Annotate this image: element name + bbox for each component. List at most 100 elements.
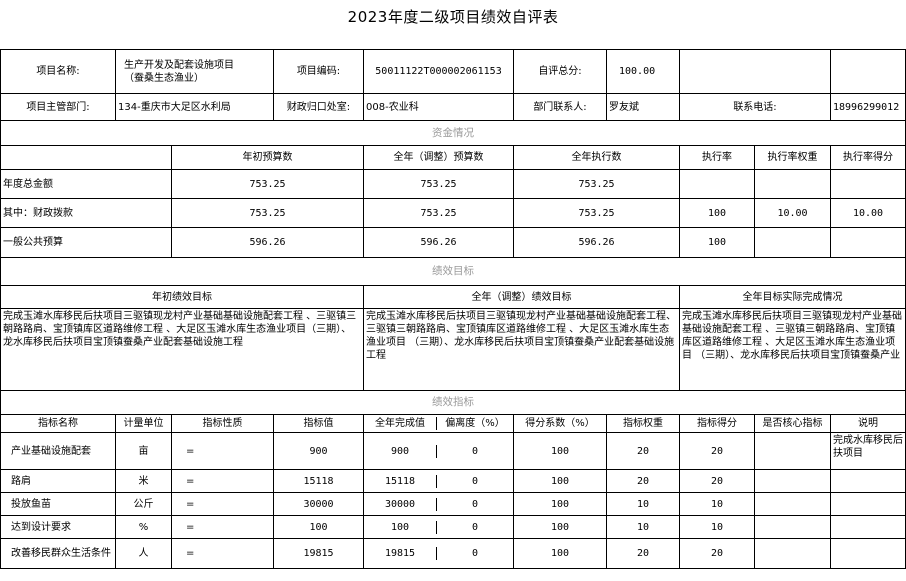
funds-row: 一般公共预算 596.26 596.26 596.26 100 <box>0 227 906 258</box>
empty-cell <box>679 49 831 94</box>
funds-rate <box>679 169 755 199</box>
indicator-nature: = <box>171 515 274 539</box>
indicator-target: 900 <box>273 432 364 470</box>
indicator-score: 20 <box>679 432 755 470</box>
indicator-target: 15118 <box>273 469 364 493</box>
funds-header: 执行率 <box>679 145 755 170</box>
funds-initial: 753.25 <box>171 169 364 199</box>
goals-header-adjusted: 全年（调整）绩效目标 <box>363 285 680 309</box>
info-row-2: 项目主管部门: 134-重庆市大足区水利局 财政归口处室: 008-农业科 部门… <box>0 93 906 121</box>
finance-office-label: 财政归口处室: <box>273 93 364 121</box>
indicator-weight: 20 <box>606 538 680 569</box>
goals-content-row: 完成玉滩水库移民后扶项目三驱镇现龙村产业基础基础设施配套工程 、三驱镇三朝路路肩… <box>0 308 906 391</box>
indicators-section-row: 绩效指标 <box>0 390 906 415</box>
indicator-weight: 20 <box>606 469 680 493</box>
contact-value: 罗友斌 <box>606 93 680 121</box>
evaluation-table: 项目名称: 生产开发及配套设施项目 （蚕桑生态渔业） 项目编码: 5001112… <box>0 49 906 569</box>
indicator-row: 达到设计要求 % = 100 100 0 100 10 10 <box>0 515 906 539</box>
indicator-unit: 亩 <box>115 432 172 470</box>
funds-executed: 753.25 <box>513 198 680 228</box>
indicator-deviation: 0 <box>436 520 513 534</box>
indicator-deviation: 0 <box>436 497 513 511</box>
goals-adjusted-text: 完成玉滩水库移民后扶项目三驱镇现龙村产业基础基础设施配套工程、三驱镇三朝路路肩、… <box>363 308 680 391</box>
funds-row-label: 年度总金额 <box>0 169 172 199</box>
funds-row-label: 一般公共预算 <box>0 227 172 258</box>
funds-row-label: 其中：财政拨款 <box>0 198 172 228</box>
indicator-note <box>830 492 906 516</box>
indicator-note <box>830 469 906 493</box>
indicator-score: 10 <box>679 492 755 516</box>
indicator-row: 投放鱼苗 公斤 = 30000 30000 0 100 10 10 <box>0 492 906 516</box>
indicator-header: 指标得分 <box>679 414 755 433</box>
goals-section-row: 绩效目标 <box>0 257 906 286</box>
indicator-unit: % <box>115 515 172 539</box>
indicator-target: 100 <box>273 515 364 539</box>
indicator-row: 路肩 米 = 15118 15118 0 100 20 20 <box>0 469 906 493</box>
funds-header: 年初预算数 <box>171 145 364 170</box>
goals-header-initial: 年初绩效目标 <box>0 285 364 309</box>
goals-header-actual: 全年目标实际完成情况 <box>679 285 906 309</box>
indicator-done-dev: 19815 0 <box>363 538 514 569</box>
page-title: 2023年度二级项目绩效自评表 <box>347 8 559 26</box>
indicator-header: 偏离度（%） <box>436 417 513 430</box>
funds-section-title: 资金情况 <box>0 120 906 146</box>
funds-weight <box>754 227 831 258</box>
indicator-deviation: 0 <box>436 474 513 488</box>
funds-weight: 10.00 <box>754 198 831 228</box>
funds-row: 其中：财政拨款 753.25 753.25 753.25 100 10.00 1… <box>0 198 906 228</box>
indicator-header: 指标性质 <box>171 414 274 433</box>
department-value: 134-重庆市大足区水利局 <box>115 93 274 121</box>
goals-initial-text: 完成玉滩水库移民后扶项目三驱镇现龙村产业基础基础设施配套工程 、三驱镇三朝路路肩… <box>0 308 364 391</box>
funds-initial: 753.25 <box>171 198 364 228</box>
funds-rate: 100 <box>679 198 755 228</box>
indicator-note: 完成水库移民后扶项目 <box>830 432 906 470</box>
indicator-done: 19815 <box>384 548 416 559</box>
phone-value: 18996299012 <box>830 93 906 121</box>
funds-adjusted: 753.25 <box>363 198 514 228</box>
indicator-target: 30000 <box>273 492 364 516</box>
funds-row: 年度总金额 753.25 753.25 753.25 <box>0 169 906 199</box>
indicator-done: 30000 <box>384 498 416 510</box>
empty-cell <box>830 49 906 94</box>
indicator-header: 计量单位 <box>115 414 172 433</box>
indicator-name: 路肩 <box>0 469 116 493</box>
indicator-note <box>830 538 906 569</box>
funds-adjusted: 596.26 <box>363 227 514 258</box>
contact-label: 部门联系人: <box>513 93 607 121</box>
indicator-nature: = <box>171 469 274 493</box>
goals-header-row: 年初绩效目标 全年（调整）绩效目标 全年目标实际完成情况 <box>0 285 906 309</box>
funds-score <box>830 227 906 258</box>
indicator-name: 达到设计要求 <box>0 515 116 539</box>
finance-office-value: 008-农业科 <box>363 93 514 121</box>
funds-header: 执行率得分 <box>830 145 906 170</box>
indicator-score: 20 <box>679 469 755 493</box>
indicator-core <box>754 432 831 470</box>
indicator-header: 得分系数（%） <box>513 414 607 433</box>
funds-score: 10.00 <box>830 198 906 228</box>
indicator-header: 说明 <box>830 414 906 433</box>
department-label: 项目主管部门: <box>0 93 116 121</box>
indicator-score: 10 <box>679 515 755 539</box>
indicator-unit: 米 <box>115 469 172 493</box>
indicator-name: 产业基础设施配套 <box>0 432 116 470</box>
indicator-unit: 人 <box>115 538 172 569</box>
indicators-section-title: 绩效指标 <box>0 390 906 415</box>
indicator-note <box>830 515 906 539</box>
indicator-row: 改善移民群众生活条件 人 = 19815 19815 0 100 20 20 <box>0 538 906 569</box>
goals-actual-text: 完成玉滩水库移民后扶项目三驱镇现龙村产业基础基础设施配套工程 、三驱镇三朝路路肩… <box>679 308 906 391</box>
funds-rate: 100 <box>679 227 755 258</box>
indicator-header: 指标名称 <box>0 414 116 433</box>
project-code-label: 项目编码: <box>273 49 364 94</box>
indicators-header-row: 指标名称 计量单位 指标性质 指标值 全年完成值 偏离度（%） 得分系数（%） … <box>0 414 906 433</box>
indicator-core <box>754 469 831 493</box>
goals-section-title: 绩效目标 <box>0 257 906 286</box>
info-row-1: 项目名称: 生产开发及配套设施项目 （蚕桑生态渔业） 项目编码: 5001112… <box>0 49 906 94</box>
indicator-weight: 10 <box>606 515 680 539</box>
empty-cell <box>0 145 172 170</box>
indicator-header: 指标值 <box>273 414 364 433</box>
funds-header-row: 年初预算数 全年（调整）预算数 全年执行数 执行率 执行率权重 执行率得分 <box>0 145 906 170</box>
indicator-coefficient: 100 <box>513 538 607 569</box>
project-name-value: 生产开发及配套设施项目 （蚕桑生态渔业） <box>115 49 274 94</box>
self-score-value: 100.00 <box>606 49 680 94</box>
indicator-done-dev: 100 0 <box>363 515 514 539</box>
